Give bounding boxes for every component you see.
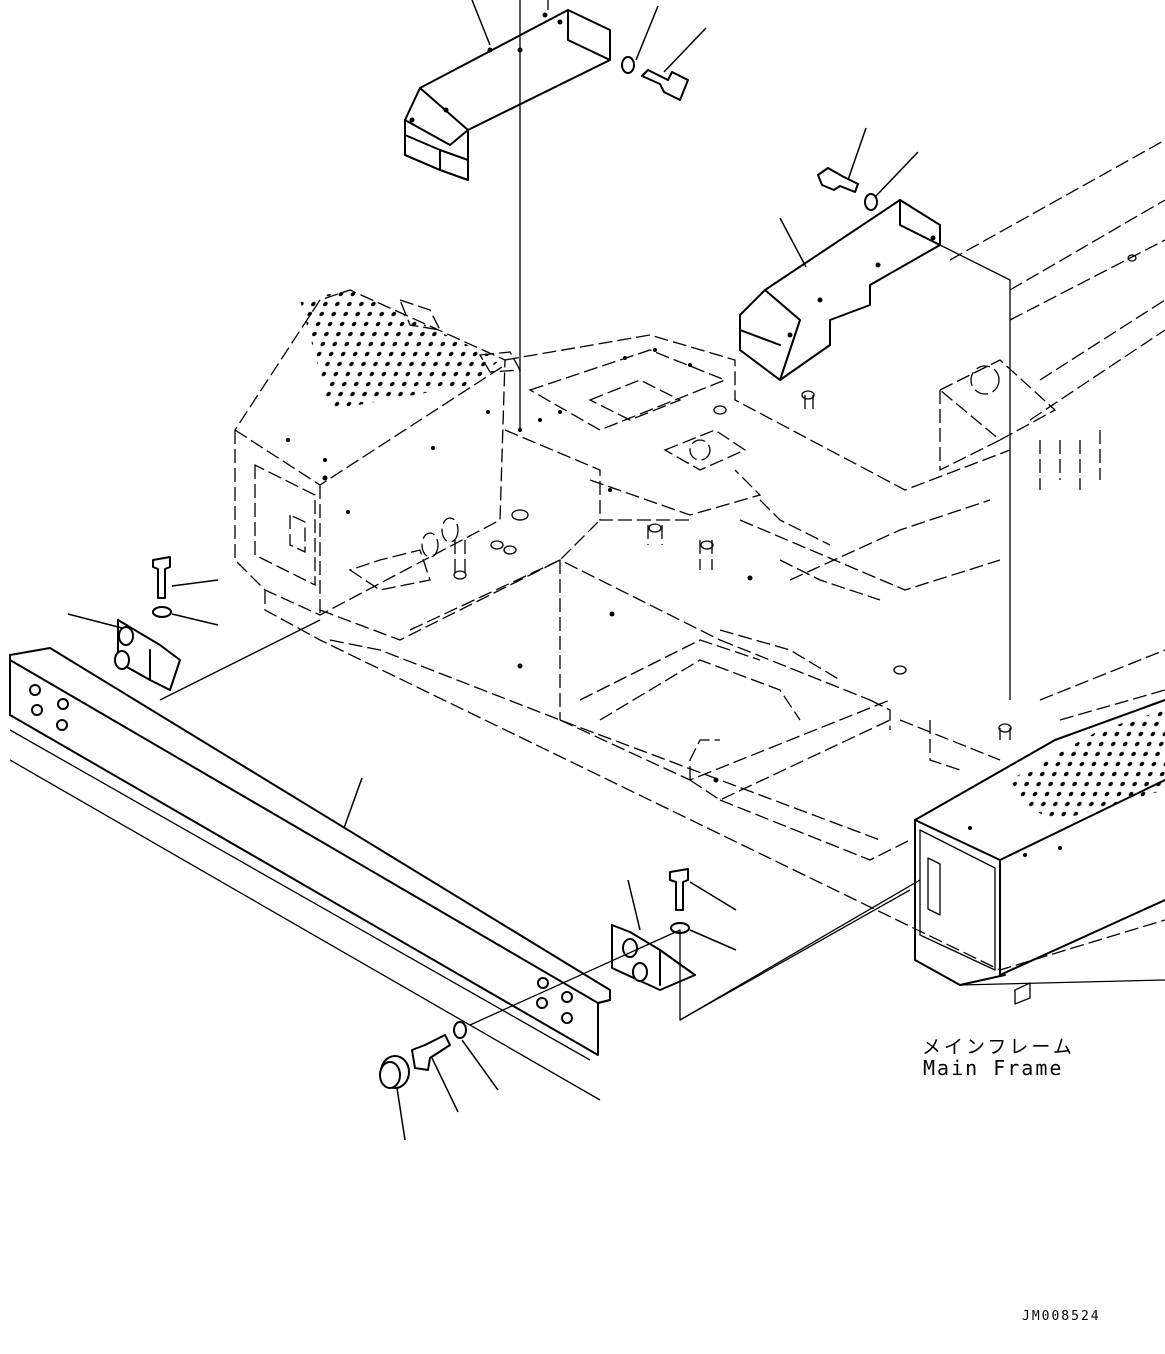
right-bolt [817,167,859,193]
left-bracket [114,619,181,691]
bottom-washer [453,1021,467,1039]
top-washer [621,56,635,74]
upper-cover-left [404,9,611,181]
main-frame-label-en: Main Frame [923,1056,1064,1080]
upper-cover-right [739,199,941,381]
main-frame-outline [264,139,1165,971]
left-bolt [152,556,171,599]
right-washer [864,193,878,211]
right-bracket [611,924,696,991]
bottom-bolt [411,1034,451,1071]
right-engine-cover [914,699,1165,1005]
left-engine-cover [234,289,522,616]
top-bolt [641,69,689,101]
left-washer [152,606,172,618]
leader-lines [67,0,919,1141]
cap-plug [379,1055,410,1089]
front-bar [9,647,611,1056]
drawing-code: JM008524 [1022,1309,1101,1324]
main-frame-label-jp: メインフレーム [922,1036,1075,1058]
right-bolt-lower [669,868,689,911]
assembly-lines [9,0,1011,1101]
